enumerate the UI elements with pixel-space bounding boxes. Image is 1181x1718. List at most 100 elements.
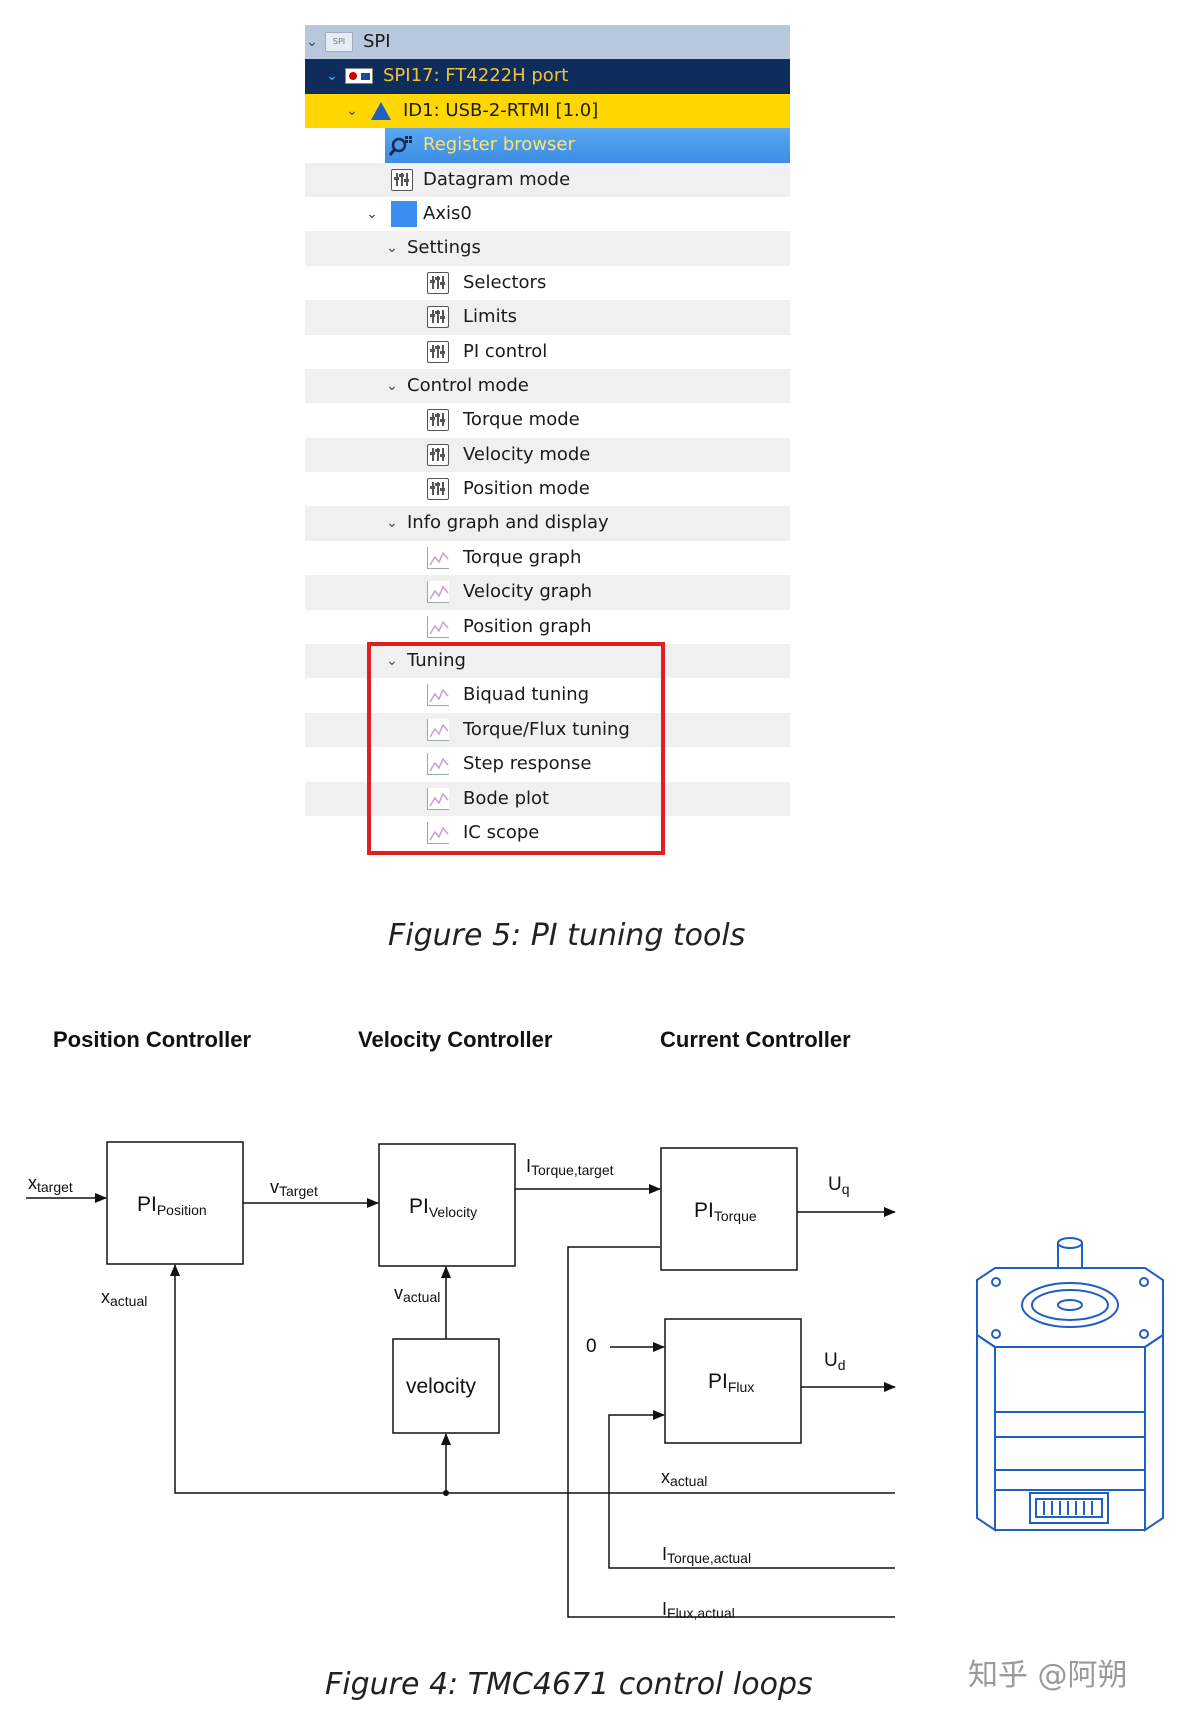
port-flag-icon (345, 68, 373, 85)
tree-row-tuning[interactable]: ⌄ Tuning (305, 644, 790, 679)
tree-row-label: PI control (463, 340, 548, 362)
v-target-label: vTarget (270, 1177, 318, 1199)
chevron-down-icon[interactable]: ⌄ (386, 653, 398, 670)
chevron-down-icon[interactable]: ⌄ (386, 515, 398, 532)
tree-row-selectors[interactable]: Selectors (305, 266, 790, 300)
tree-row-port[interactable]: ⌄ SPI17: FT4222H port (305, 59, 790, 94)
tree-row-info-graph[interactable]: ⌄ Info graph and display (305, 506, 790, 541)
tree-view: ⌄ SPI SPI ⌄ SPI17: FT4222H port ⌄ ID1: U… (305, 25, 790, 850)
header-position-controller: Position Controller (53, 1027, 251, 1052)
tree-row-label: SPI (363, 31, 391, 52)
tree-row-velocity-graph[interactable]: Velocity graph (305, 575, 790, 610)
tree-row-label: IC scope (463, 821, 540, 843)
register-icon (427, 271, 449, 294)
tree-row-label: Limits (463, 306, 517, 328)
register-icon (427, 306, 449, 329)
pi-torque-block (660, 1147, 798, 1271)
graph-icon (427, 581, 449, 604)
zero-label: 0 (586, 1336, 597, 1357)
graph-icon (427, 718, 449, 741)
tree-row-datagram-mode[interactable]: Datagram mode (305, 162, 790, 197)
tree-row-position-mode[interactable]: Position mode (305, 472, 790, 506)
x-target-label: xtarget (28, 1173, 73, 1195)
tree-row-spi[interactable]: ⌄ SPI SPI (305, 25, 790, 60)
tree-row-label: Biquad tuning (463, 684, 590, 706)
i-torque-actual-feedback (608, 1410, 895, 1569)
tree-row-step-response[interactable]: Step response (305, 747, 790, 781)
tree-row-control-mode[interactable]: ⌄ Control mode (305, 368, 790, 404)
header-velocity-controller: Velocity Controller (358, 1027, 553, 1052)
ud-label: Ud (824, 1350, 846, 1373)
watermark: 知乎 @阿朔 (968, 1658, 1128, 1693)
tree-row-label: Velocity graph (463, 581, 593, 603)
tuning-highlight-box (367, 642, 665, 855)
pi-flux-block (664, 1318, 802, 1444)
tree-row-label: ID1: USB-2-RTMI [1.0] (403, 99, 599, 121)
tree-row-label: Torque mode (463, 409, 580, 431)
uq-label: Uq (828, 1174, 850, 1197)
figure4-caption: Figure 4: TMC4671 control loops (325, 1667, 813, 1702)
tree-row-pi-control[interactable]: PI control (305, 335, 790, 369)
chevron-down-icon[interactable]: ⌄ (386, 240, 398, 257)
tree-row-label: Selectors (463, 271, 547, 293)
tree-row-torque-flux-tuning[interactable]: Torque/Flux tuning (305, 712, 790, 748)
i-torque-actual-label: ITorque,actual (662, 1544, 751, 1566)
axis-icon (391, 200, 417, 227)
figure5-caption: Figure 5: PI tuning tools (388, 918, 746, 953)
tree-row-velocity-mode[interactable]: Velocity mode (305, 437, 790, 473)
register-icon (427, 478, 449, 501)
tree-row-register-browser[interactable]: Register browser (305, 128, 790, 163)
pi-velocity-label: PIVelocity (409, 1195, 477, 1220)
chevron-down-icon[interactable]: ⌄ (386, 377, 398, 394)
tree-row-label: SPI17: FT4222H port (383, 65, 569, 87)
tree-row-label: Axis0 (423, 202, 472, 224)
graph-icon (427, 615, 449, 638)
graph-icon (427, 787, 449, 810)
x-actual-label: xactual (101, 1287, 147, 1309)
tree-row-torque-graph[interactable]: Torque graph (305, 541, 790, 575)
tree-row-label: Position mode (463, 478, 590, 500)
i-torque-target-label: ITorque,target (526, 1156, 614, 1178)
v-actual-label: vactual (394, 1283, 440, 1305)
tree-row-settings[interactable]: ⌄ Settings (305, 231, 790, 266)
control-loop-diagram: Position Controller Velocity Controller … (26, 1027, 1164, 1621)
tree-row-label: Step response (463, 753, 592, 775)
pi-position-block (106, 1141, 244, 1265)
x-actual-right-label: xactual (661, 1467, 707, 1489)
pi-position-label: PIPosition (137, 1193, 207, 1218)
pi-torque-label: PITorque (694, 1199, 757, 1224)
i-flux-actual-feedback (567, 1246, 895, 1618)
chevron-down-icon[interactable]: ⌄ (306, 34, 318, 50)
pi-flux-label: PIFlux (708, 1370, 754, 1395)
tree-row-axis0[interactable]: ⌄ Axis0 (305, 197, 790, 231)
i-flux-actual-label: IFlux,actual (662, 1599, 735, 1621)
device-logo-icon (371, 101, 391, 120)
tree-row-label: Tuning (407, 650, 466, 672)
tree-row-label: Torque/Flux tuning (463, 718, 630, 740)
chevron-down-icon[interactable]: ⌄ (326, 68, 338, 85)
tree-row-device[interactable]: ⌄ ID1: USB-2-RTMI [1.0] (305, 93, 790, 129)
graph-icon (427, 753, 449, 776)
chevron-down-icon[interactable]: ⌄ (346, 102, 358, 119)
register-icon (391, 168, 413, 191)
graph-icon (427, 821, 449, 844)
stepper-motor-illustration (976, 1237, 1164, 1532)
tree-row-label: Settings (407, 237, 481, 259)
tree-row-bode-plot[interactable]: Bode plot (305, 781, 790, 816)
x-actual-feedback (170, 1264, 895, 1494)
tree-row-label: Torque graph (463, 546, 582, 568)
tree-row-label: Register browser (423, 134, 575, 156)
tree-row-biquad-tuning[interactable]: Biquad tuning (305, 678, 790, 712)
tree-row-label: Position graph (463, 615, 592, 637)
tree-row-label: Control mode (407, 374, 529, 396)
velocity-block-label: velocity (406, 1375, 477, 1398)
tree-row-torque-mode[interactable]: Torque mode (305, 403, 790, 437)
register-icon (427, 409, 449, 432)
header-current-controller: Current Controller (660, 1027, 851, 1052)
tree-row-label: Velocity mode (463, 443, 591, 465)
tree-row-position-graph[interactable]: Position graph (305, 610, 790, 644)
tree-row-limits[interactable]: Limits (305, 300, 790, 335)
chevron-down-icon[interactable]: ⌄ (366, 205, 378, 222)
velocity-block (392, 1338, 500, 1434)
tree-row-ic-scope[interactable]: IC scope (305, 816, 790, 850)
